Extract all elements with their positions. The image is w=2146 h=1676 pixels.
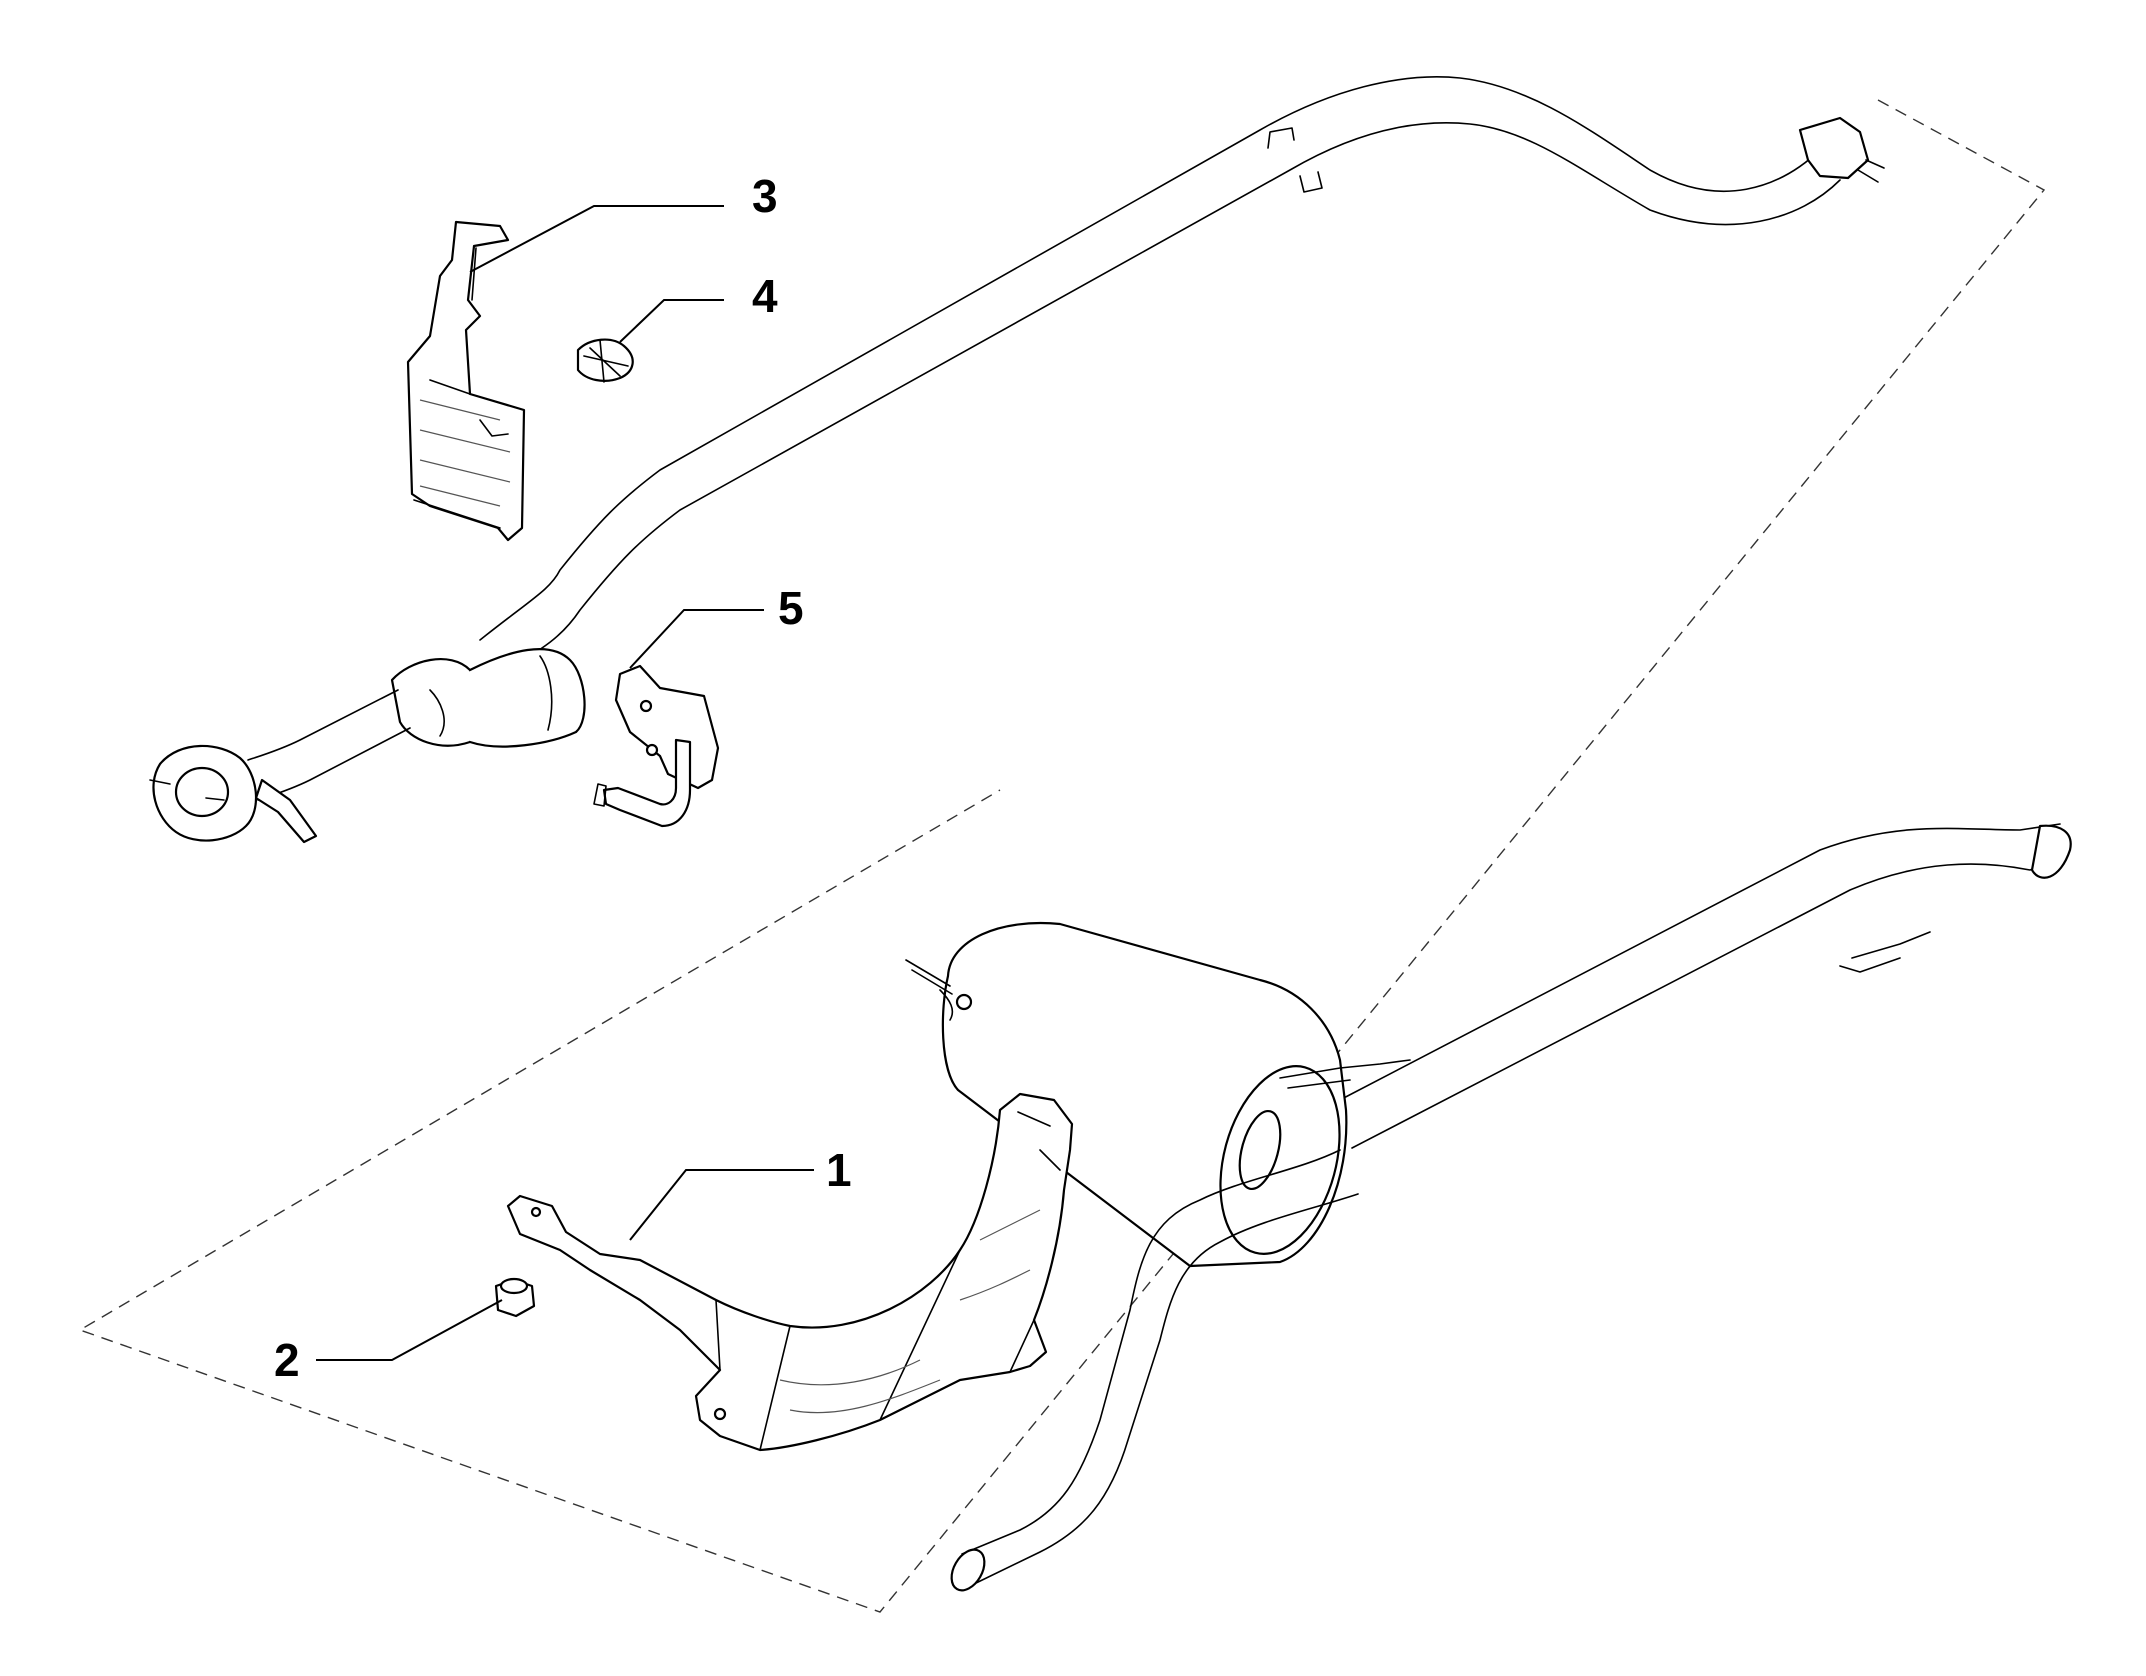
part-3-heat-shield-bracket [406, 220, 526, 542]
front-exhaust-pipe [149, 76, 1885, 844]
part-1-rear-heat-shield [506, 1092, 1074, 1452]
rear-muffler-assembly [905, 823, 2072, 1592]
callout-4: 4 [752, 270, 778, 322]
part-2-nut [494, 1277, 536, 1318]
callout-1: 1 [826, 1144, 852, 1196]
leader-line-5 [629, 609, 764, 669]
leader-line-1 [629, 1169, 814, 1241]
assembly-dashed-outline [78, 99, 2046, 1613]
callout-3: 3 [752, 170, 778, 222]
leader-line-3 [469, 205, 724, 273]
part-4-clip-fastener [576, 338, 634, 383]
callout-2: 2 [274, 1334, 300, 1386]
part-5-hanger-bracket [593, 664, 720, 828]
leader-line-4 [619, 299, 724, 343]
leader-line-2 [316, 1299, 503, 1361]
callout-5: 5 [778, 582, 804, 634]
